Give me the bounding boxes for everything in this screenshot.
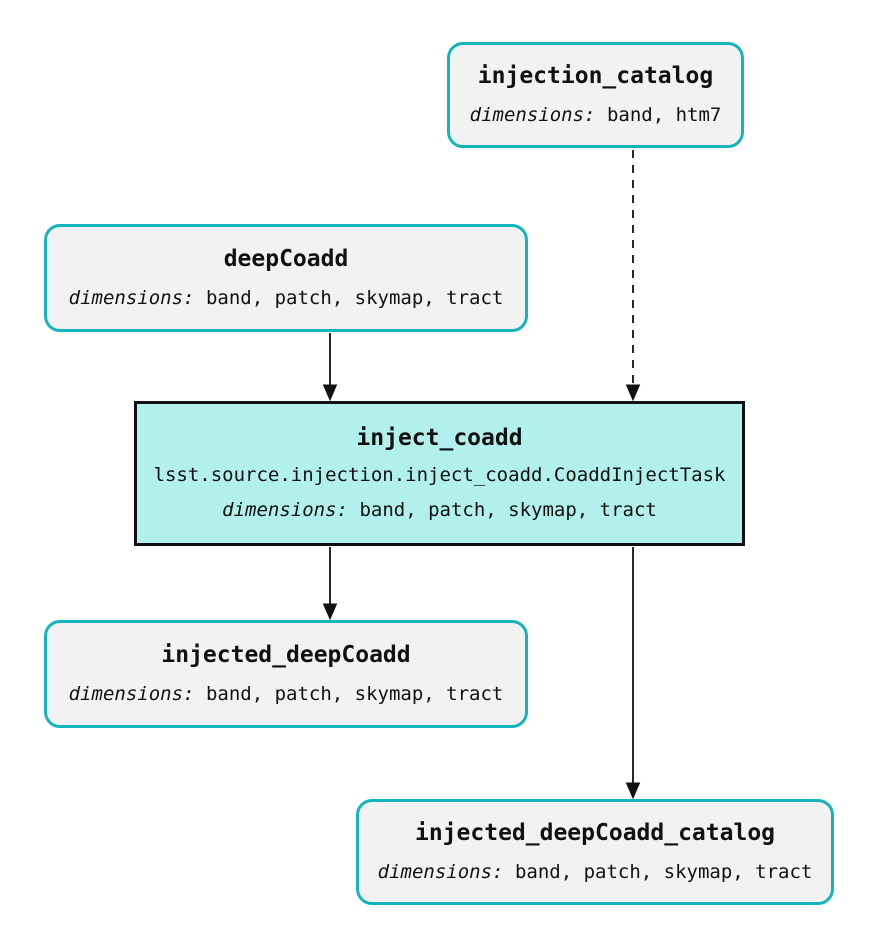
node-inject-coadd-task: inject_coadd lsst.source.injection.injec… — [134, 401, 745, 546]
dimensions-label: dimensions: — [68, 286, 195, 309]
edge-inject-coadd-to-injected-deepCoadd — [322, 547, 338, 621]
dataset-dimensions: dimensions: band, patch, skymap, tract — [68, 682, 504, 706]
dimensions-label: dimensions: — [377, 860, 504, 883]
arrowhead-icon — [625, 384, 641, 402]
dataset-dimensions: dimensions: band, patch, skymap, tract — [377, 860, 813, 884]
dataset-title: injected_deepCoadd_catalog — [414, 820, 776, 847]
task-title: inject_coadd — [356, 425, 523, 452]
task-dimensions: dimensions: band, patch, skymap, tract — [222, 498, 657, 522]
dimensions-label: dimensions: — [222, 498, 348, 521]
dimensions-label: dimensions: — [469, 103, 596, 126]
dimensions-label: dimensions: — [68, 682, 195, 705]
edge-deepCoadd-to-inject-coadd — [322, 333, 338, 402]
dataset-title: injected_deepCoadd — [161, 642, 411, 669]
dimensions-value: band, patch, skymap, tract — [514, 860, 813, 883]
arrowhead-icon — [625, 782, 641, 800]
edge-injection-catalog-to-inject-coadd — [625, 150, 641, 402]
dimensions-value: band, htm7 — [606, 103, 722, 126]
arrowhead-icon — [322, 384, 338, 402]
task-class-path: lsst.source.injection.inject_coadd.Coadd… — [153, 463, 726, 486]
dataset-dimensions: dimensions: band, patch, skymap, tract — [68, 286, 504, 310]
dataset-dimensions: dimensions: band, htm7 — [469, 103, 722, 127]
dimensions-value: band, patch, skymap, tract — [205, 682, 504, 705]
node-injected-deepCoadd-catalog: injected_deepCoadd_catalog dimensions: b… — [356, 799, 834, 905]
dimensions-value: band, patch, skymap, tract — [205, 286, 504, 309]
node-injection-catalog: injection_catalog dimensions: band, htm7 — [447, 42, 744, 148]
dataset-title: injection_catalog — [477, 63, 714, 90]
node-injected-deepCoadd: injected_deepCoadd dimensions: band, pat… — [44, 620, 528, 728]
dimensions-value: band, patch, skymap, tract — [359, 498, 657, 521]
dataset-title: deepCoadd — [223, 246, 349, 273]
edge-inject-coadd-to-injected-deepCoadd-catalog — [625, 547, 641, 800]
arrowhead-icon — [322, 603, 338, 621]
node-deepCoadd: deepCoadd dimensions: band, patch, skyma… — [44, 224, 528, 332]
